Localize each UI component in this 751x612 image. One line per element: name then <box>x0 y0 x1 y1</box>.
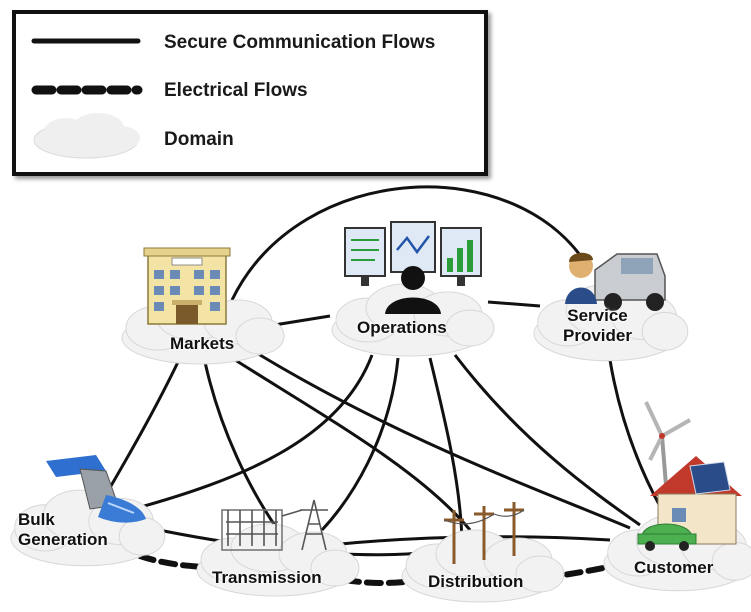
legend: Secure Communication Flows Electrical Fl… <box>12 10 488 176</box>
transmission-label: Transmission <box>212 568 322 587</box>
flow-operations-customer <box>453 354 641 527</box>
flow-operations-distribution <box>428 357 464 541</box>
legend-cloud-icon <box>33 113 140 159</box>
technician-truck-icon <box>565 252 666 311</box>
service-provider-label: Service Provider <box>563 306 632 346</box>
flow-operations-service <box>487 300 541 308</box>
distribution-label: Distribution <box>428 572 524 591</box>
flow-operations-transmission <box>320 357 400 532</box>
flow-markets-customer <box>254 350 631 530</box>
communication-flows <box>98 185 664 557</box>
control-room-icon <box>344 221 482 314</box>
legend-electrical-label: Electrical Flows <box>164 80 308 101</box>
smart-home-icon <box>637 401 742 551</box>
utility-poles-icon <box>443 502 525 564</box>
flow-markets-distribution <box>231 356 472 531</box>
office-building-icon <box>143 247 231 325</box>
customer-label: Customer <box>634 558 714 577</box>
flow-operations-bulk <box>129 354 374 512</box>
legend-secure-label: Secure Communication Flows <box>164 32 436 53</box>
bulk-generation-label-line2: Generation <box>18 530 108 549</box>
bulk-generation-label-line1: Bulk <box>18 510 55 529</box>
substation-tower-icon <box>221 499 328 551</box>
flow-service-customer <box>608 359 664 511</box>
bulk-generation-label: Bulk Generation <box>18 510 108 550</box>
legend-domain-label: Domain <box>164 129 234 150</box>
flow-markets-transmission <box>203 361 280 531</box>
flow-markets-bulk <box>98 361 180 506</box>
flow-markets-service <box>230 185 592 301</box>
legend-swatches <box>31 38 143 159</box>
operations-label: Operations <box>357 318 447 337</box>
markets-label: Markets <box>170 334 235 353</box>
hydro-dam-icon <box>46 455 146 523</box>
service-provider-label-line2: Provider <box>563 326 632 345</box>
service-provider-label-line1: Service <box>567 306 628 325</box>
